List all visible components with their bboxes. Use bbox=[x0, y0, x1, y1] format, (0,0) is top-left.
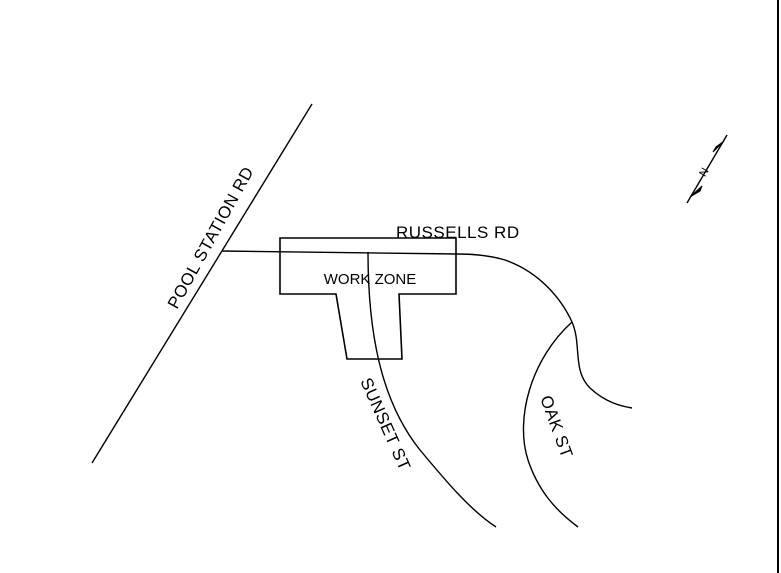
label-oak-st: OAK ST bbox=[536, 393, 576, 461]
road-oak-spur bbox=[571, 321, 633, 409]
road-pool-station bbox=[91, 103, 313, 464]
work-zone-label: WORK ZONE bbox=[324, 271, 417, 288]
label-sunset-st: SUNSET ST bbox=[356, 375, 414, 474]
road-russells bbox=[221, 250, 573, 323]
work-zone-area bbox=[279, 237, 457, 360]
road-oak bbox=[522, 321, 579, 528]
north-arrow-icon: N bbox=[686, 134, 728, 204]
work-zone: WORK ZONE bbox=[279, 237, 457, 360]
north-arrow-label: N bbox=[697, 166, 711, 179]
road-sunset bbox=[367, 251, 497, 528]
label-pool-station-rd: POOL STATION RD bbox=[164, 163, 258, 312]
label-russells-rd: RUSSELLS RD bbox=[396, 223, 520, 242]
